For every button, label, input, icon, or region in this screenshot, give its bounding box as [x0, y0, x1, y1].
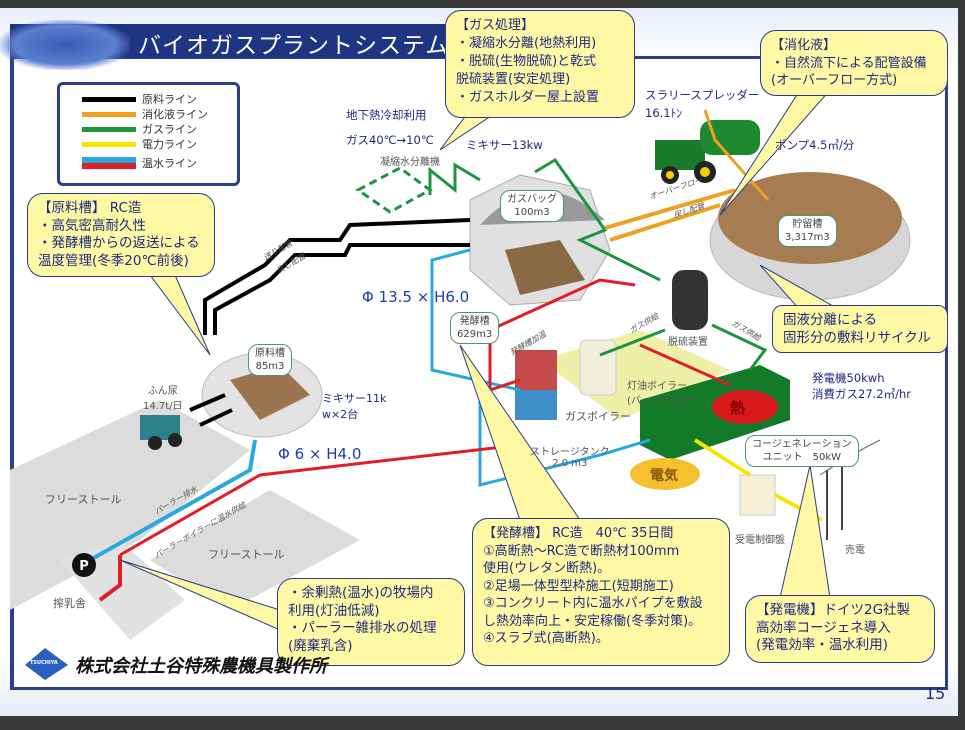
spreader-tank-icon: [700, 120, 760, 155]
title-decoration: [0, 20, 130, 70]
label-freestall-1: フリーストール: [45, 493, 122, 506]
label-control-panel: 受電制御盤: [735, 535, 785, 546]
logo-mark: [25, 648, 68, 680]
label-raw-dim: Φ 6 × H4.0: [278, 445, 362, 463]
callout-generator: 【発電機】ドイツ2G社製高効率コージェネ導入(発電効率・温水利用): [745, 595, 935, 663]
digestate-line: [604, 188, 736, 230]
heat-badge: [712, 390, 778, 424]
company-logo: 株式会社土谷特殊農機具製作所: [75, 656, 327, 677]
raw-line: [203, 218, 471, 335]
desulfurizer-icon: [672, 270, 708, 330]
callout-digestate: 【消化液】・自然流下による配管設備(オーバーフロー方式): [760, 30, 948, 96]
control-panel-icon: [739, 474, 776, 516]
page-number: 15: [925, 684, 946, 703]
logo-mark-text: TSUCHIYA: [30, 660, 58, 666]
label-gas-temp: ガス40℃→10℃: [346, 133, 434, 147]
electricity-badge: [630, 458, 700, 490]
callout-gas-treatment: 【ガス処理】・凝縮水分離(地熱利用)・脱硫(生物脱硫)と乾式脱硫装置(安定処理)…: [445, 10, 635, 118]
label-parlor: 搾乳舎: [53, 597, 86, 610]
label-gas-boiler: ガスボイラー: [565, 410, 631, 423]
callout-raw-tank: 【原料槽】 RC造・高気密高耐久性・発酵槽からの返送による温度管理(冬季20℃前…: [27, 193, 215, 277]
power-line: [693, 438, 752, 477]
slide-title: バイオガスプラントシステム: [138, 33, 450, 59]
label-desulfurizer: 脱硫装置: [668, 337, 708, 348]
legend-item-gas: ガスライン: [82, 121, 197, 137]
label-heat: 熱: [730, 399, 746, 417]
legend-item-hotwater: 温水ライン: [82, 155, 197, 171]
label-spreader-cap: 16.1ﾄﾝ: [645, 106, 683, 120]
label-mixer13: ミキサー13kw: [466, 138, 543, 152]
freestall-area-2: [150, 490, 360, 610]
legend-item-digestate: 消化液ライン: [82, 106, 208, 122]
callout-separation: 固液分離による固形分の敷料リサイクル: [772, 305, 948, 353]
parlor-icon-letter: P: [79, 559, 89, 574]
gas-line: [428, 162, 481, 195]
condenser-loop: [355, 166, 433, 214]
label-condenser: 凝縮水分離機: [380, 157, 440, 168]
legend-item-power: 電力ライン: [82, 136, 197, 152]
legend: 原料ライン 消化液ライン ガスライン 電力ライン 温水ライン: [57, 82, 240, 186]
fermenter-section: [505, 240, 585, 295]
label-geothermal: 地下熱冷却利用: [346, 108, 427, 122]
label-spreader: スラリースプレッダー: [645, 88, 760, 102]
label-pump: ポンプ4.5㎥/分: [775, 138, 855, 152]
raw-tank-section: [230, 365, 310, 420]
parlor-icon: [72, 553, 96, 577]
callout-surplus-heat: ・余剰熱(温水)の牧場内利用(灯油低減)・パーラー雑排水の処理(廃棄乳含): [277, 578, 465, 666]
tag-cogeneration: コージェネレーションユニット 50kW: [745, 435, 859, 467]
label-sell-power: 売電: [845, 545, 865, 556]
gas-boiler-icon: [579, 339, 617, 396]
label-freestall-2: フリーストール: [208, 548, 285, 561]
label-fermenter-dim: Φ 13.5 × H6.0: [362, 288, 470, 306]
label-kerosene-boiler: 灯油ボイラー(バックアップ): [627, 381, 695, 407]
label-electricity: 電気: [650, 468, 678, 484]
legend-item-raw: 原料ライン: [82, 91, 197, 107]
